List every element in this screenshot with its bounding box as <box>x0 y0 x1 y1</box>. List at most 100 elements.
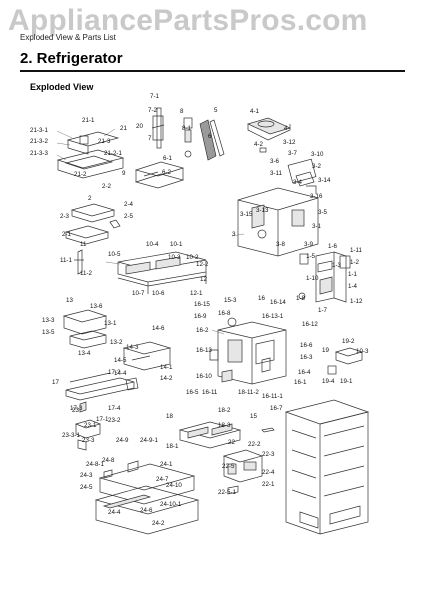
part-callout-10-1: 10-1 <box>170 241 183 248</box>
part-group-22 <box>222 449 264 495</box>
part-callout-24-8-1: 24-8-1 <box>86 461 104 468</box>
title-divider <box>20 70 405 72</box>
part-callout-24-3: 24-3 <box>80 472 93 479</box>
part-callout-12-1: 12-1 <box>190 290 203 297</box>
part-callout-1-2: 1-2 <box>350 259 360 266</box>
breadcrumb: Exploded View & Parts List <box>20 33 116 42</box>
part-callout-14-6: 14-6 <box>152 325 165 332</box>
part-group-7 <box>151 107 165 149</box>
part-callout-10-6: 10-6 <box>152 290 165 297</box>
part-callout-13-2: 13-2 <box>110 339 123 346</box>
part-callout-3-6: 3-6 <box>270 158 280 165</box>
part-callout-6-1: 6-1 <box>163 155 173 162</box>
part-callout-16-3: 16-3 <box>300 354 313 361</box>
part-callout-12: 12 <box>200 276 207 283</box>
part-callout-3-4: 3-4 <box>293 179 303 186</box>
part-group-4 <box>247 117 291 153</box>
part-group-17 <box>65 372 135 413</box>
part-callout-18: 18 <box>166 413 173 420</box>
part-group-3 <box>231 158 319 257</box>
part-callout-16-14: 16-14 <box>270 299 286 306</box>
part-callout-16-8: 16-8 <box>218 310 231 317</box>
part-callout-14-5: 14-5 <box>114 357 127 364</box>
part-callout-24-7: 24-7 <box>156 476 169 483</box>
part-callout-10-7: 10-7 <box>132 290 145 297</box>
part-group-2 <box>64 203 121 245</box>
part-callout-3-7: 3-7 <box>288 150 298 157</box>
part-callout-3-12: 3-12 <box>283 139 296 146</box>
part-callout-24-4: 24-4 <box>108 509 121 516</box>
part-callout-18-3: 18-3 <box>218 422 231 429</box>
part-callout-19-4: 19-4 <box>322 378 335 385</box>
part-callout-10-3: 10-3 <box>356 348 369 355</box>
part-callout-21-3-1: 21-3-1 <box>30 127 48 134</box>
part-callout-18-2: 18-2 <box>218 407 231 414</box>
part-callout-14-1: 14-1 <box>160 364 173 371</box>
part-callout-22-2: 22-2 <box>248 441 261 448</box>
refrigerator-cabinet <box>284 399 370 535</box>
part-callout-1-12: 1-12 <box>350 298 363 305</box>
part-callout-4: 4 <box>284 125 288 132</box>
part-group-8 <box>183 117 193 158</box>
part-callout-14-3: 14-3 <box>126 344 139 351</box>
part-callout-9: 9 <box>122 170 126 177</box>
part-callout-1-8: 1-8 <box>296 295 306 302</box>
part-callout-1-5: 1-5 <box>306 253 316 260</box>
header-bar: AppliancePartsPros.com Exploded View & P… <box>0 0 424 42</box>
part-callout-24-9-1: 24-9-1 <box>140 437 158 444</box>
part-group-5-6 <box>199 119 225 161</box>
part-callout-16-11: 16-11 <box>202 389 218 396</box>
part-group-9 <box>134 161 185 189</box>
part-callout-16-5: 16-5 <box>186 389 199 396</box>
part-callout-24-10-1: 24-10-1 <box>160 501 182 508</box>
part-callout-16-1: 16-1 <box>294 379 307 386</box>
part-callout-8-1: 8-1 <box>182 125 192 132</box>
part-group-10-12 <box>105 251 207 294</box>
part-callout-10-4: 10-4 <box>146 241 159 248</box>
page-title: 2. Refrigerator <box>20 50 123 67</box>
part-callout-1-3: 1-3 <box>332 262 342 269</box>
part-group-16 <box>209 317 287 385</box>
part-group-18 <box>178 421 242 449</box>
part-callout-21: 21 <box>120 125 127 132</box>
part-callout-2-3: 2-3 <box>60 213 70 220</box>
part-callout-17-2: 17-2 <box>108 369 121 376</box>
part-callout-21-2: 21-2 <box>74 171 87 178</box>
part-callout-24-2: 24-2 <box>152 520 165 527</box>
part-callout-13-3: 13-3 <box>42 317 55 324</box>
part-callout-24-10: 24-10 <box>166 482 182 489</box>
part-callout-16-11-1: 16-11-1 <box>262 393 283 400</box>
part-callout-23-3-1: 23-3-1 <box>62 432 80 439</box>
part-callout-2-5: 2-5 <box>124 213 134 220</box>
part-callout-16-10: 16-10 <box>196 373 212 380</box>
part-callout-23: 23 <box>72 407 79 414</box>
part-callout-20: 20 <box>136 123 143 130</box>
part-callout-22-1: 22-1 <box>262 481 275 488</box>
part-callout-22-5-1: 22-5-1 <box>218 489 236 496</box>
part-callout-1-4: 1-4 <box>348 283 358 290</box>
part-callout-8: 8 <box>180 108 184 115</box>
part-group-23 <box>74 419 102 451</box>
part-callout-3-8: 3-8 <box>276 241 286 248</box>
part-15 <box>261 427 275 433</box>
diagram-subtitle: Exploded View <box>30 82 94 92</box>
part-callout-11-2: 11-2 <box>80 270 92 277</box>
part-callout-10-3: 10-3 <box>168 254 181 261</box>
part-callout-17-3: 17-3 <box>70 405 83 412</box>
part-callout-7-2: 7-2 <box>148 107 158 114</box>
part-callout-16-13: 16-13 <box>196 347 212 354</box>
part-callout-13-6: 13-6 <box>90 303 103 310</box>
part-group-24 <box>94 460 200 535</box>
part-callout-6-2: 6-2 <box>162 169 172 176</box>
part-callout-2-2: 2-2 <box>102 183 112 190</box>
part-callout-1-7: 1-7 <box>318 307 328 314</box>
part-callout-1-6: 1-6 <box>328 243 338 250</box>
part-callout-17-4: 17-4 <box>108 405 121 412</box>
part-callout-10-5: 10-5 <box>108 251 121 258</box>
part-callout-18-1: 18-1 <box>166 443 179 450</box>
part-callout-1-11: 1-11 <box>350 247 362 254</box>
part-callout-1-1: 1-1 <box>348 271 358 278</box>
part-callout-16-7: 16-7 <box>270 405 283 412</box>
